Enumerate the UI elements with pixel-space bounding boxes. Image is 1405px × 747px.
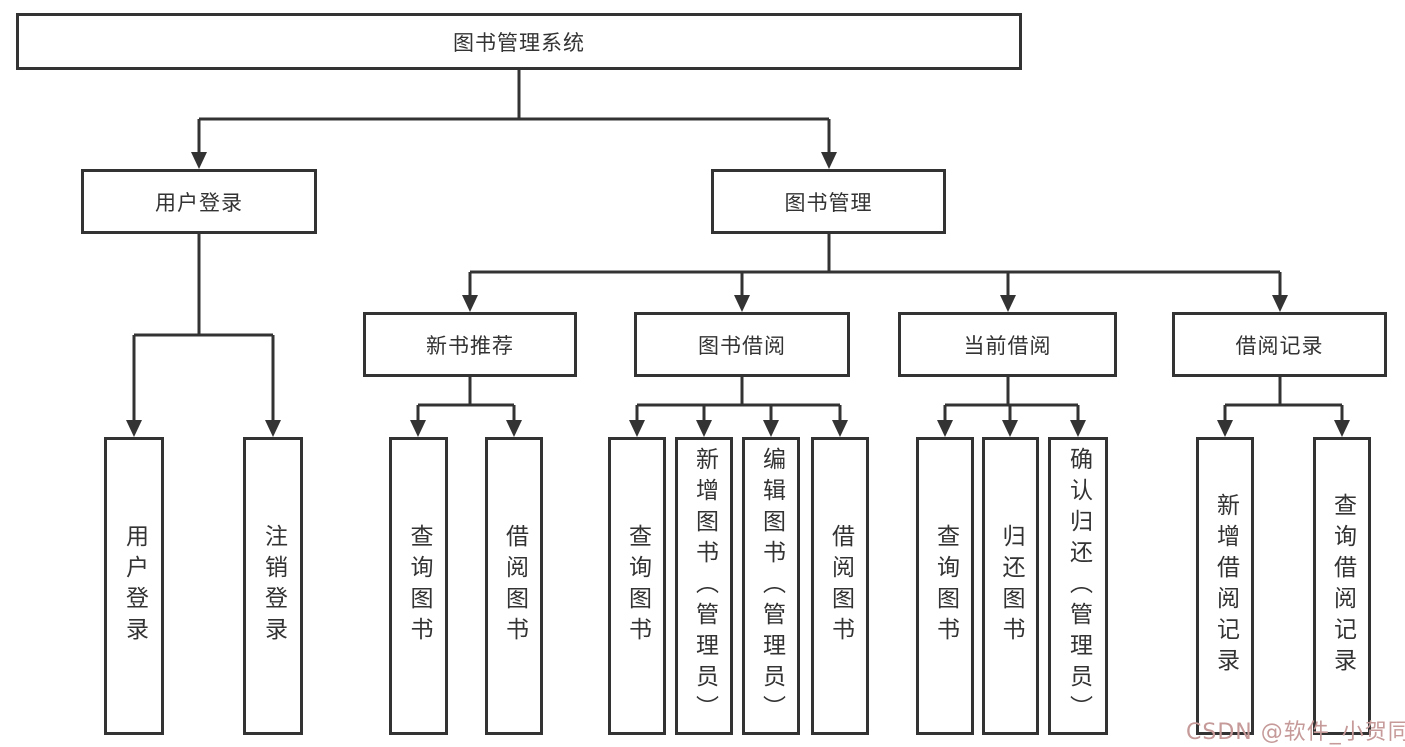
leaf-user-login: 用户登录 — [104, 437, 164, 735]
node-label: 用户登录 — [155, 190, 243, 215]
node-label: 图书管理 — [784, 190, 873, 215]
leaf-edit-books-admin: 编辑图书（管理员） — [742, 437, 800, 735]
leaf-query-books: 查询图书 — [916, 437, 974, 735]
node-root-label: 图书管理系统 — [453, 30, 585, 55]
connector-book-borrow — [635, 376, 842, 423]
connector-book-branch — [468, 233, 1282, 298]
arrowheads — [126, 152, 1350, 437]
node-label: 当前借阅 — [963, 333, 1052, 358]
leaf-return-books: 归还图书 — [982, 437, 1039, 735]
connector-borrow-records — [1223, 376, 1344, 423]
leaf-label: 确认归还（管理员） — [1065, 446, 1092, 726]
node-borrow-records: 借阅记录 — [1172, 312, 1387, 377]
csdn-watermark: CSDN @软件_小贺同学 — [1186, 720, 1405, 745]
connector-user-branch — [132, 233, 275, 422]
leaf-add-borrow-record: 新增借阅记录 — [1196, 437, 1254, 735]
leaf-label: 借阅图书 — [827, 524, 854, 648]
node-label: 新书推荐 — [426, 333, 514, 358]
node-label: 图书借阅 — [698, 333, 786, 358]
leaf-label: 编辑图书（管理员） — [758, 446, 785, 726]
node-book-management: 图书管理 — [711, 169, 946, 234]
connector-current-borrow — [943, 376, 1080, 423]
node-book-borrow: 图书借阅 — [634, 312, 850, 377]
leaf-borrow-books: 借阅图书 — [811, 437, 869, 735]
leaf-label: 归还图书 — [998, 524, 1024, 648]
node-user-login-branch: 用户登录 — [81, 169, 317, 234]
leaf-label: 借阅图书 — [501, 524, 528, 648]
connector-new-book — [416, 376, 516, 423]
leaf-label: 新增图书（管理员） — [691, 446, 718, 726]
leaf-borrow-books: 借阅图书 — [485, 437, 543, 735]
node-label: 借阅记录 — [1235, 333, 1324, 358]
node-current-borrow: 当前借阅 — [898, 312, 1117, 377]
leaf-label: 查询图书 — [932, 524, 959, 648]
leaf-logout: 注销登录 — [243, 437, 303, 735]
node-new-book-recommend: 新书推荐 — [363, 312, 577, 377]
leaf-label: 注销登录 — [260, 524, 287, 648]
leaf-add-books-admin: 新增图书（管理员） — [675, 437, 733, 735]
connector-root — [197, 69, 831, 154]
leaf-label: 查询图书 — [406, 524, 432, 648]
leaf-label: 用户登录 — [121, 524, 148, 648]
node-root: 图书管理系统 — [16, 13, 1022, 70]
leaf-query-books: 查询图书 — [608, 437, 666, 735]
leaf-label: 查询借阅记录 — [1329, 493, 1356, 679]
leaf-query-books: 查询图书 — [389, 437, 448, 735]
leaf-query-borrow-record: 查询借阅记录 — [1313, 437, 1371, 735]
leaf-label: 查询图书 — [624, 524, 651, 648]
leaf-label: 新增借阅记录 — [1212, 493, 1239, 679]
leaf-confirm-return-admin: 确认归还（管理员） — [1048, 437, 1108, 735]
